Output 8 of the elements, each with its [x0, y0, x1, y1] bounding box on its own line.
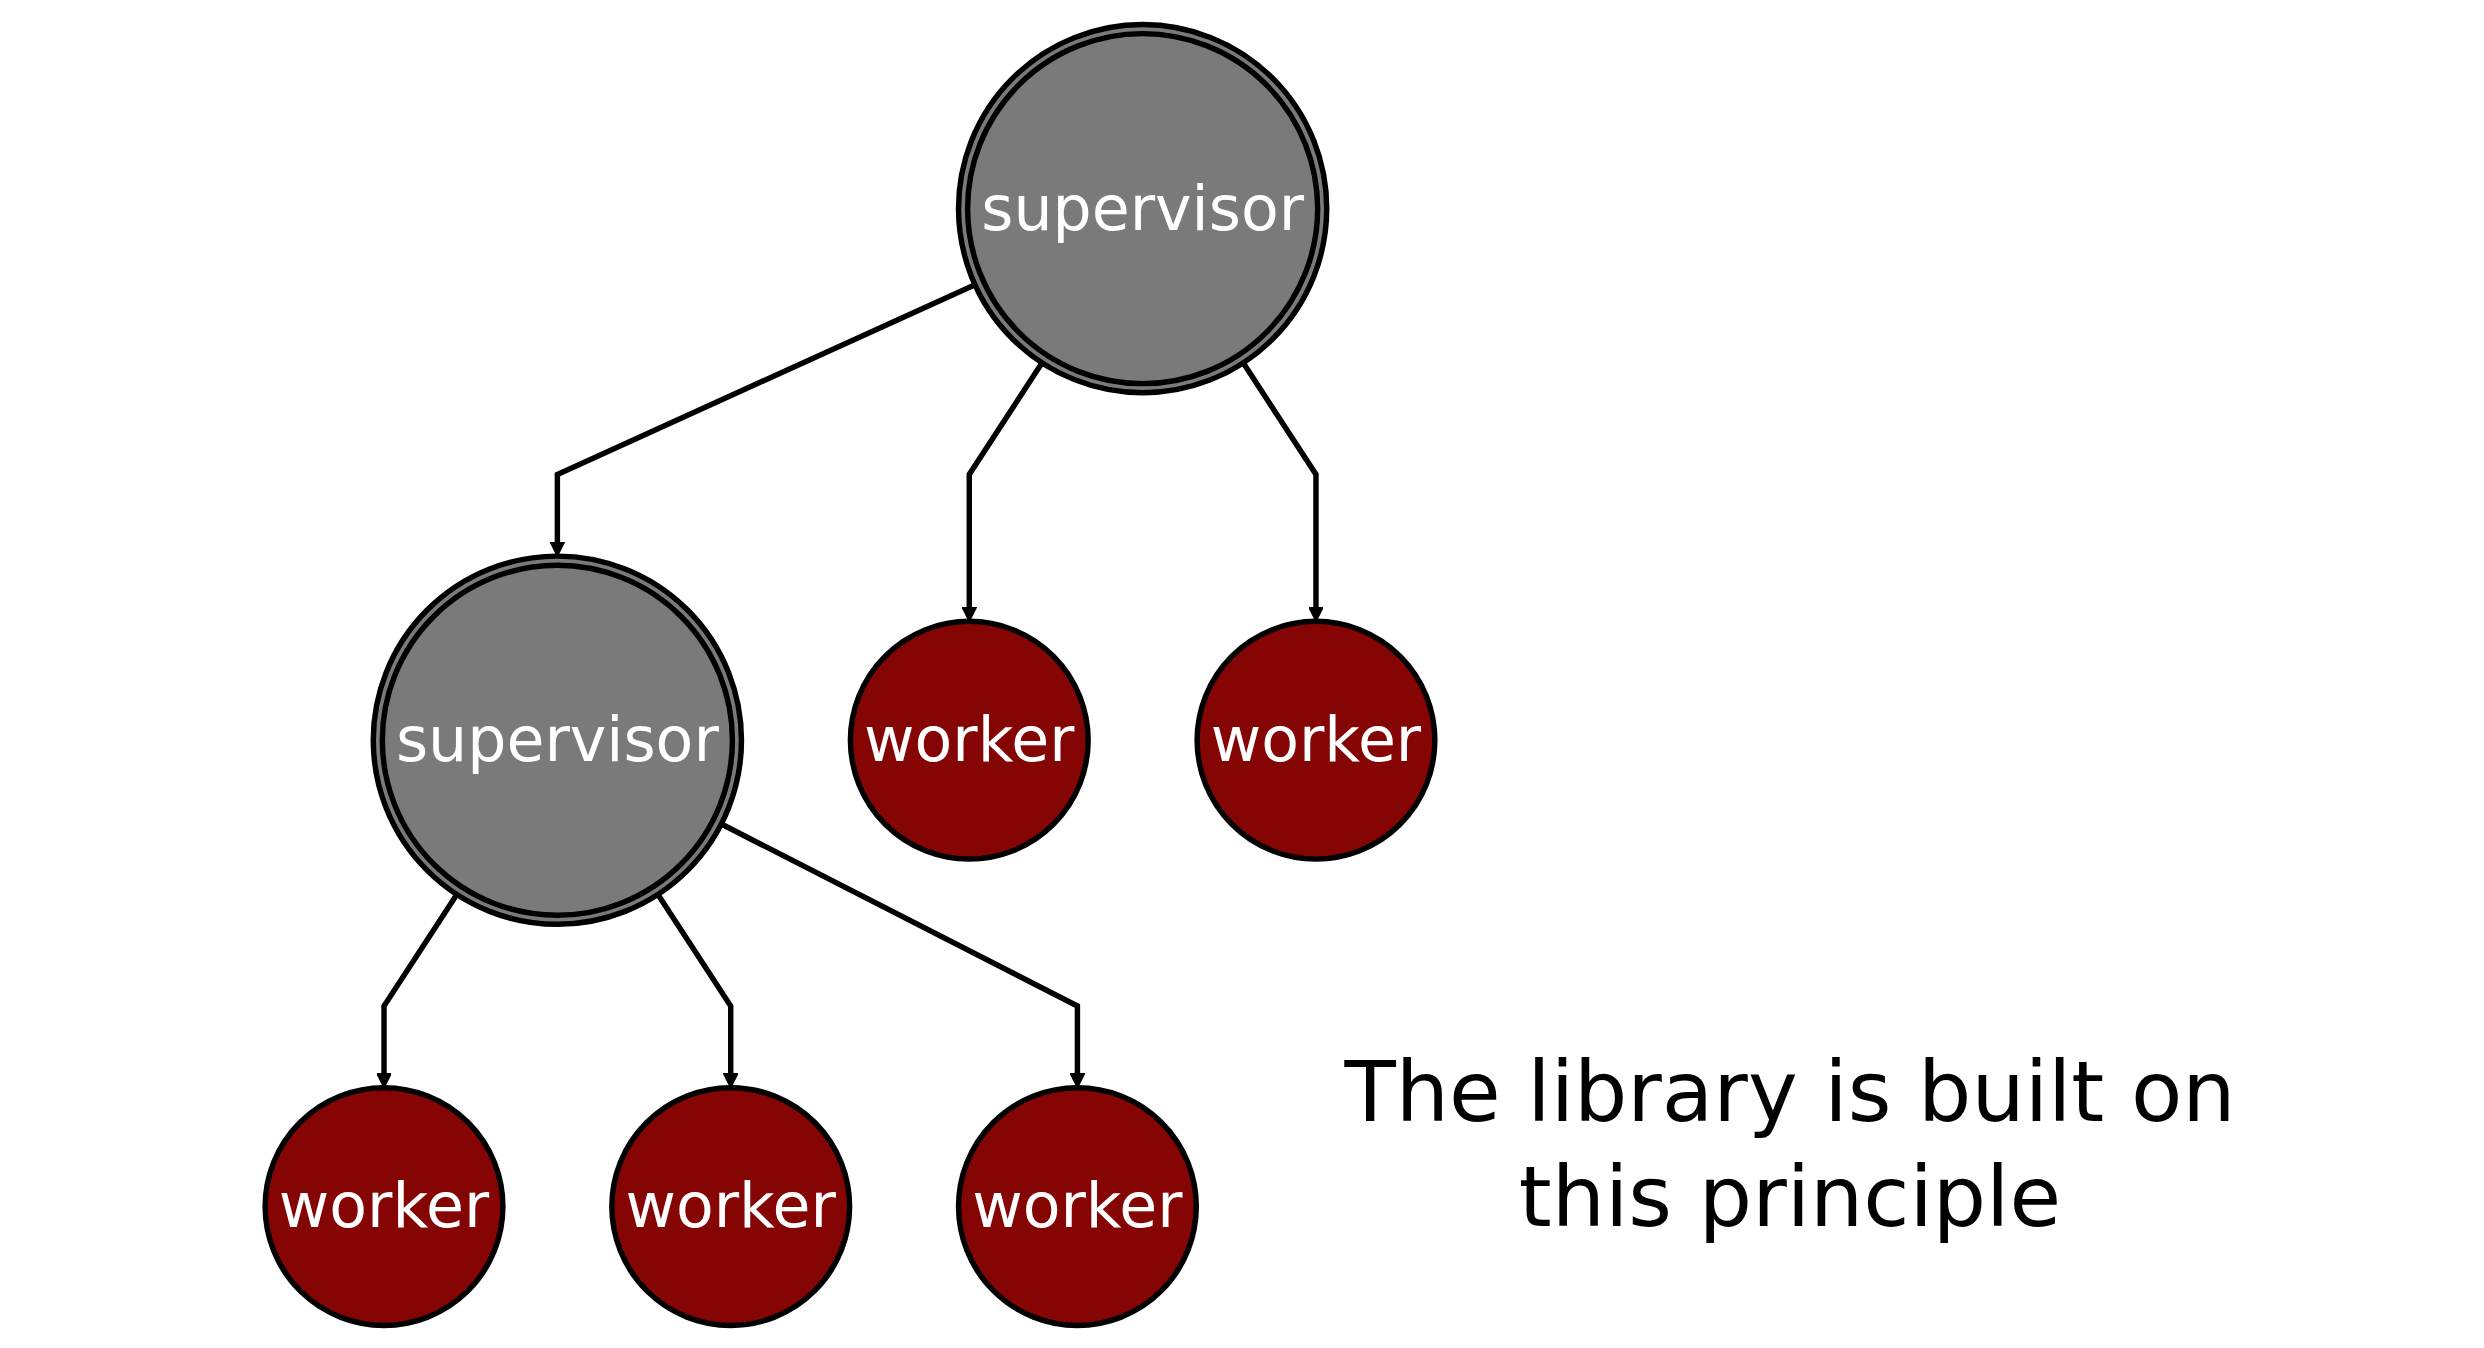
node-circle: worker	[262, 1085, 506, 1329]
note-text: The library is built on this principle	[1343, 1042, 2237, 1248]
node-circle: worker	[1194, 618, 1438, 862]
node-circle: worker	[955, 1085, 1200, 1329]
node-circle: worker	[847, 618, 1091, 862]
node-circle: worker	[609, 1085, 853, 1329]
node-circle: supervisor	[955, 21, 1330, 396]
node-circle: supervisor	[370, 553, 745, 928]
